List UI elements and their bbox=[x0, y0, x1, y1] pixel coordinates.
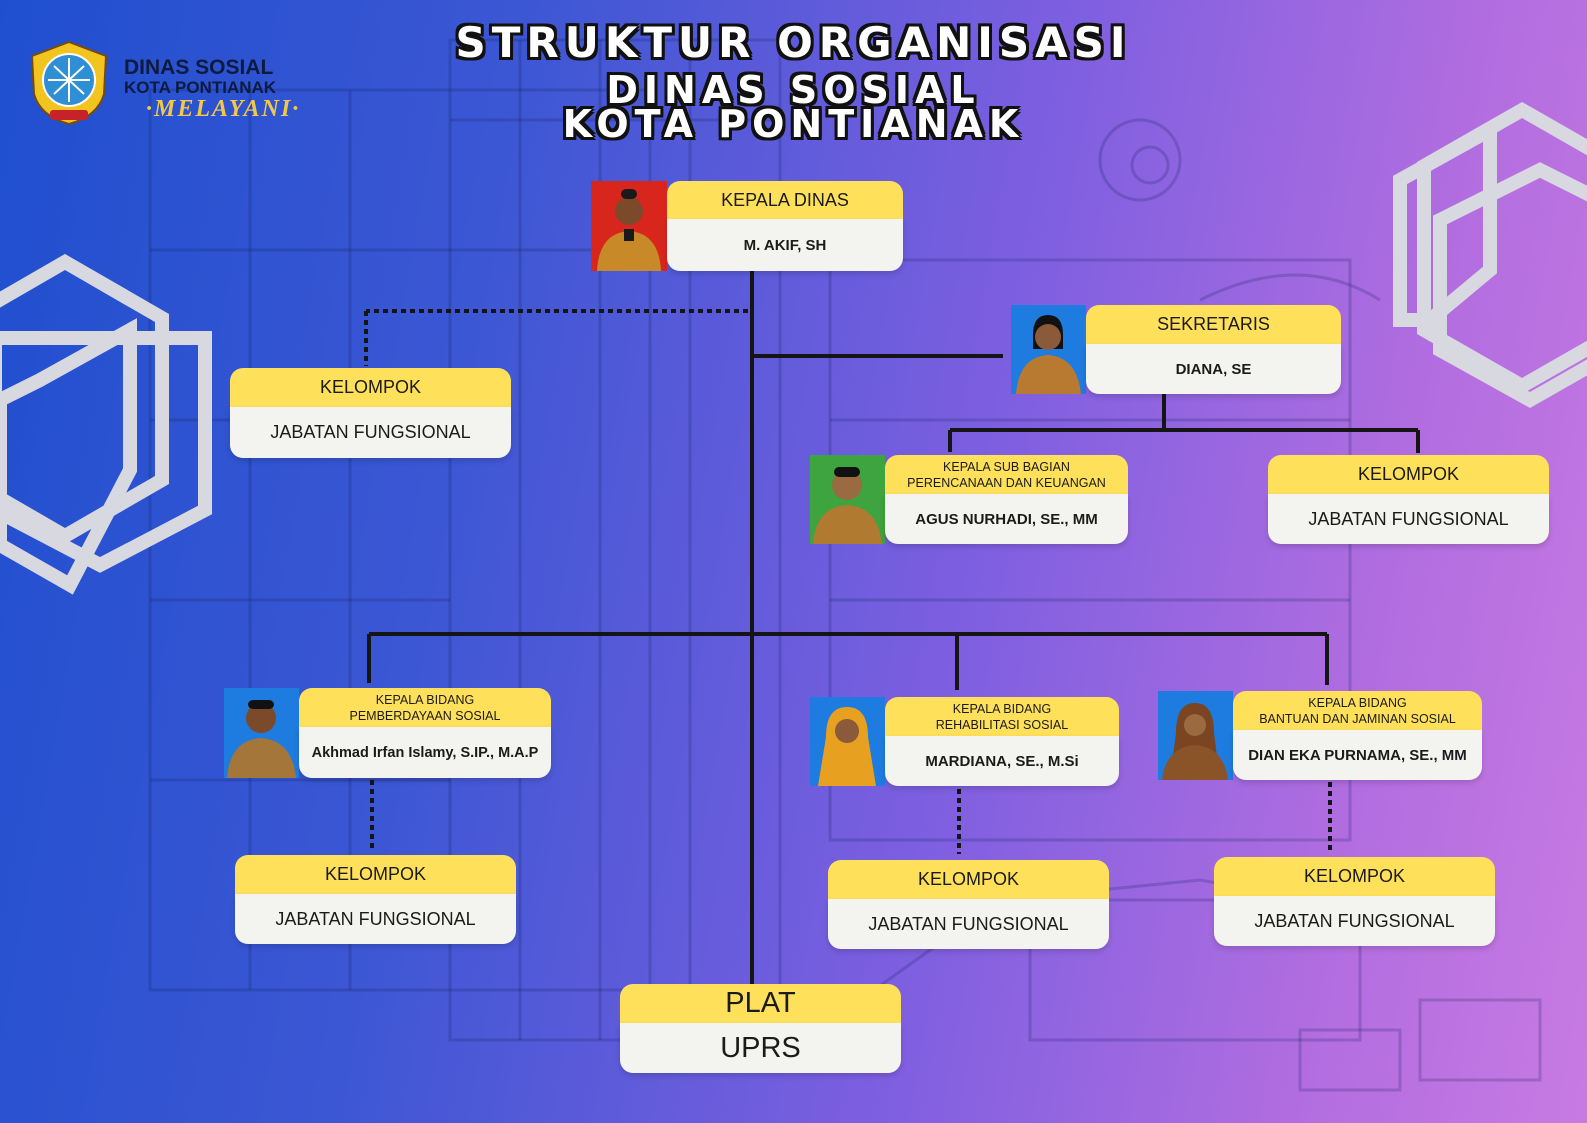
node-kabid-rehabilitasi: KEPALA BIDANG REHABILITASI SOSIAL MARDIA… bbox=[810, 697, 1119, 786]
logo-text-line-2: KOTA PONTIANAK bbox=[124, 78, 277, 97]
government-seal-icon bbox=[30, 40, 108, 126]
agency-logo: DINAS SOSIAL KOTA PONTIANAK ·MELAYANI· bbox=[28, 40, 298, 130]
photo-kabid-bantuan bbox=[1158, 691, 1233, 780]
name-sekretaris: DIANA, SE bbox=[1086, 344, 1341, 394]
name-kepala-dinas: M. AKIF, SH bbox=[667, 219, 903, 271]
group-title: KELOMPOK bbox=[828, 860, 1109, 899]
title-kabid-bantuan-line1: KEPALA BIDANG bbox=[1308, 695, 1407, 710]
group-fungsional-rehabilitasi: KELOMPOK JABATAN FUNGSIONAL bbox=[828, 860, 1109, 949]
group-fungsional-sekretariat: KELOMPOK JABATAN FUNGSIONAL bbox=[1268, 455, 1549, 544]
title-kabid-pemberdayaan: KEPALA BIDANG PEMBERDAYAAN SOSIAL bbox=[299, 688, 551, 727]
title-kabid-pemberdayaan-line2: PEMBERDAYAAN SOSIAL bbox=[349, 708, 501, 723]
group-plat-uprs: PLAT UPRS bbox=[620, 984, 901, 1073]
title-kasubag-line1: KEPALA SUB BAGIAN bbox=[943, 459, 1070, 474]
chart-title-line-3: KOTA PONTIANAK bbox=[562, 102, 1025, 146]
title-kabid-rehabilitasi-line1: KEPALA BIDANG bbox=[952, 701, 1052, 716]
group-title: KELOMPOK bbox=[1214, 857, 1495, 896]
chart-title-line-1: STRUKTUR ORGANISASI bbox=[455, 18, 1132, 67]
logo-tagline: ·MELAYANI· bbox=[146, 96, 301, 122]
name-kabid-rehabilitasi: MARDIANA, SE., M.Si bbox=[885, 736, 1119, 786]
node-kabid-bantuan: KEPALA BIDANG BANTUAN DAN JAMINAN SOSIAL… bbox=[1158, 691, 1482, 780]
node-kepala-dinas: KEPALA DINAS M. AKIF, SH bbox=[591, 181, 903, 271]
name-kasubag: AGUS NURHADI, SE., MM bbox=[885, 494, 1128, 544]
group-subtitle: JABATAN FUNGSIONAL bbox=[235, 894, 516, 944]
group-title: KELOMPOK bbox=[235, 855, 516, 894]
name-kabid-pemberdayaan: Akhmad Irfan Islamy, S.IP., M.A.P bbox=[299, 727, 551, 778]
photo-kabid-rehabilitasi bbox=[810, 697, 885, 786]
title-kabid-pemberdayaan-line1: KEPALA BIDANG bbox=[375, 692, 475, 707]
title-kepala-dinas: KEPALA DINAS bbox=[667, 181, 903, 219]
title-sekretaris: SEKRETARIS bbox=[1086, 305, 1341, 344]
group-fungsional-top-left: KELOMPOK JABATAN FUNGSIONAL bbox=[230, 368, 511, 458]
group-subtitle: JABATAN FUNGSIONAL bbox=[230, 407, 511, 458]
title-kabid-bantuan: KEPALA BIDANG BANTUAN DAN JAMINAN SOSIAL bbox=[1233, 691, 1482, 730]
node-kasubag-perencanaan: KEPALA SUB BAGIAN PERENCANAAN DAN KEUANG… bbox=[810, 455, 1128, 544]
node-kabid-pemberdayaan: KEPALA BIDANG PEMBERDAYAAN SOSIAL Akhmad… bbox=[224, 688, 551, 778]
title-kasubag: KEPALA SUB BAGIAN PERENCANAAN DAN KEUANG… bbox=[885, 455, 1128, 494]
photo-kepala-dinas bbox=[591, 181, 667, 271]
photo-kabid-pemberdayaan bbox=[224, 688, 299, 778]
chart-title-line-2: DINAS SOSIAL bbox=[606, 68, 981, 112]
group-title: KELOMPOK bbox=[1268, 455, 1549, 494]
title-kabid-rehabilitasi-line2: REHABILITASI SOSIAL bbox=[935, 717, 1069, 732]
group-fungsional-pemberdayaan: KELOMPOK JABATAN FUNGSIONAL bbox=[235, 855, 516, 944]
photo-sekretaris bbox=[1011, 305, 1086, 394]
title-kabid-rehabilitasi: KEPALA BIDANG REHABILITASI SOSIAL bbox=[885, 697, 1119, 736]
node-sekretaris: SEKRETARIS DIANA, SE bbox=[1011, 305, 1341, 394]
plat-title: PLAT bbox=[620, 984, 901, 1023]
group-subtitle: JABATAN FUNGSIONAL bbox=[1214, 896, 1495, 946]
title-kasubag-line2: PERENCANAAN DAN KEUANGAN bbox=[907, 475, 1106, 490]
photo-kasubag bbox=[810, 455, 885, 544]
group-subtitle: JABATAN FUNGSIONAL bbox=[1268, 494, 1549, 544]
group-subtitle: JABATAN FUNGSIONAL bbox=[828, 899, 1109, 949]
title-kabid-bantuan-line2: BANTUAN DAN JAMINAN SOSIAL bbox=[1259, 711, 1456, 726]
group-fungsional-bantuan: KELOMPOK JABATAN FUNGSIONAL bbox=[1214, 857, 1495, 946]
group-title: KELOMPOK bbox=[230, 368, 511, 407]
plat-subtitle: UPRS bbox=[620, 1023, 901, 1073]
name-kabid-bantuan: DIAN EKA PURNAMA, SE., MM bbox=[1233, 730, 1482, 780]
logo-text-line-1: DINAS SOSIAL bbox=[124, 56, 274, 79]
